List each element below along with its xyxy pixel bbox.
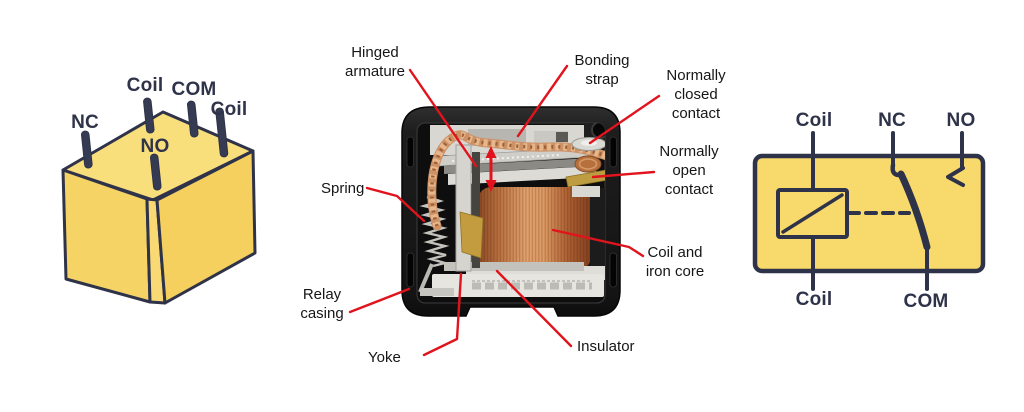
pinout-label-no: NO [140,136,170,157]
casing-slots [406,136,617,288]
bottom-clip [420,288,454,296]
photo-label-spring: Spring [321,180,365,197]
pin-com [186,100,199,138]
coil-winding-texture [478,187,591,270]
contact-base [572,186,600,197]
core-shadow [472,152,480,268]
schematic-label-com: COM [903,291,949,312]
pin-no [149,153,162,191]
pin-coil-left [143,97,155,134]
leader-bonding-strap [516,64,569,138]
pinout-illustration [61,97,257,305]
photo-label-hinged-armature: Hinged armature [344,44,406,80]
relay-pins [80,97,229,191]
relay-schematic [752,131,986,291]
photo-label-bonding-strap: Bonding strap [574,52,630,88]
pinout-label-coil-top: Coil [126,75,164,96]
switch-lever [897,170,931,251]
leader-relay-casing [348,287,411,314]
leader-lines [348,64,661,357]
photo-label-normally-open: Normally open contact [659,143,719,198]
braid-shadow [430,132,605,227]
schematic-label-no: NO [946,110,976,131]
photo-label-insulator: Insulator [577,338,635,355]
leader-insulator [495,269,573,348]
relay-box-right-face [155,149,257,305]
coil-symbol-diagonal [781,193,844,234]
pinout-label-com: COM [171,79,217,100]
armature-plate-lower [444,158,592,174]
schematic-label-coil-top: Coil [795,110,833,131]
pinout-label-nc: NC [71,112,99,133]
yoke-bottom-arm [444,262,584,271]
armature-print [451,154,561,162]
photo-label-normally-closed: Normally closed contact [666,67,726,122]
leader-normally-open [591,170,656,179]
armature-motion-arrow [485,146,497,192]
pin-coil-right [215,107,229,158]
photo-label-relay-casing: Relay casing [300,286,344,322]
leader-spring [365,186,426,223]
schematic-label-nc: NC [878,110,906,131]
spring-anchor-rod [418,263,434,293]
leader-yoke [422,272,463,357]
right-gap [590,188,605,266]
relay-photo [401,106,621,317]
brass-terminal [459,211,484,259]
armature-spacer [448,166,596,185]
disc-ring [578,158,598,170]
no-contact-brass-strip [565,169,605,188]
plastic-recess [556,132,568,142]
schematic-label-coil-bottom: Coil [795,289,833,310]
pinout-label-coil-right: Coil [210,99,248,120]
photo-label-coil-iron-core: Coil and iron core [645,244,705,280]
leader-coil-core [551,228,645,258]
pin-nc [80,130,93,169]
photo-label-yoke: Yoke [368,349,401,366]
no-contact-triangle [946,166,965,187]
leader-normally-closed [588,94,661,145]
leader-hinged-armature [408,68,478,168]
